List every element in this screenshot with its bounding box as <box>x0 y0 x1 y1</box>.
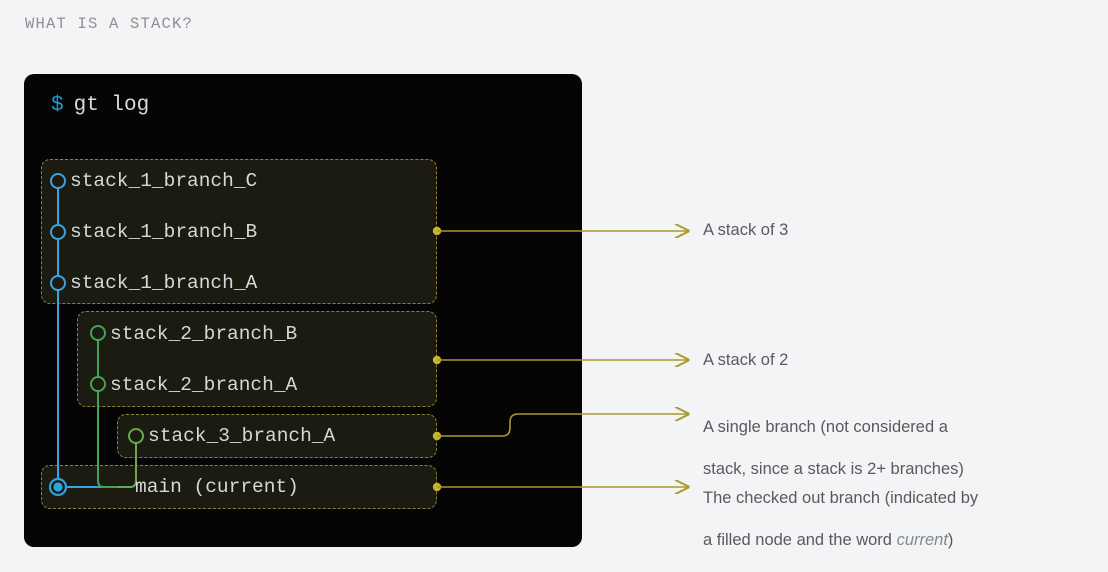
annotation-stack-of-3: A stack of 3 <box>703 221 789 239</box>
terminal-command: gt log <box>73 94 150 117</box>
branch-label-main: main (current) <box>135 476 299 498</box>
stack-group-box-stack2 <box>77 311 437 407</box>
annotation-single-branch-line1: A single branch (not considered a <box>703 418 948 436</box>
stack-group-box-stack3 <box>117 414 437 458</box>
annotation-checked-out-line2: a filled node and the word current) <box>703 530 1093 551</box>
prompt-sigil-icon: $ <box>51 94 64 117</box>
branch-label-stack-1-branch-c: stack_1_branch_C <box>70 170 258 192</box>
annotation-checked-out-line1: The checked out branch (indicated by <box>703 489 979 507</box>
annotation-checked-out-line2-post: ) <box>947 531 954 549</box>
annotation-checked-out-emphasis: current <box>896 531 948 549</box>
terminal-prompt-line: $ gt log <box>51 94 149 117</box>
stack-group-box-stack1 <box>41 159 437 304</box>
annotation-checked-out-line2-pre: a filled node and the word <box>703 531 897 549</box>
annotation-checked-out: The checked out branch (indicated by a f… <box>703 467 1093 572</box>
branch-label-stack-2-branch-b: stack_2_branch_B <box>110 323 298 345</box>
page-title: WHAT IS A STACK? <box>25 15 194 33</box>
branch-label-stack-2-branch-a: stack_2_branch_A <box>110 374 298 396</box>
annotation-stack-of-2: A stack of 2 <box>703 351 789 369</box>
branch-label-stack-1-branch-a: stack_1_branch_A <box>70 272 258 294</box>
annotation-single-branch: A single branch (not considered a stack,… <box>703 396 1093 501</box>
branch-label-stack-3-branch-a: stack_3_branch_A <box>148 425 336 447</box>
branch-label-stack-1-branch-b: stack_1_branch_B <box>70 221 258 243</box>
annotation-single-branch-line2: stack, since a stack is 2+ branches) <box>703 460 964 478</box>
